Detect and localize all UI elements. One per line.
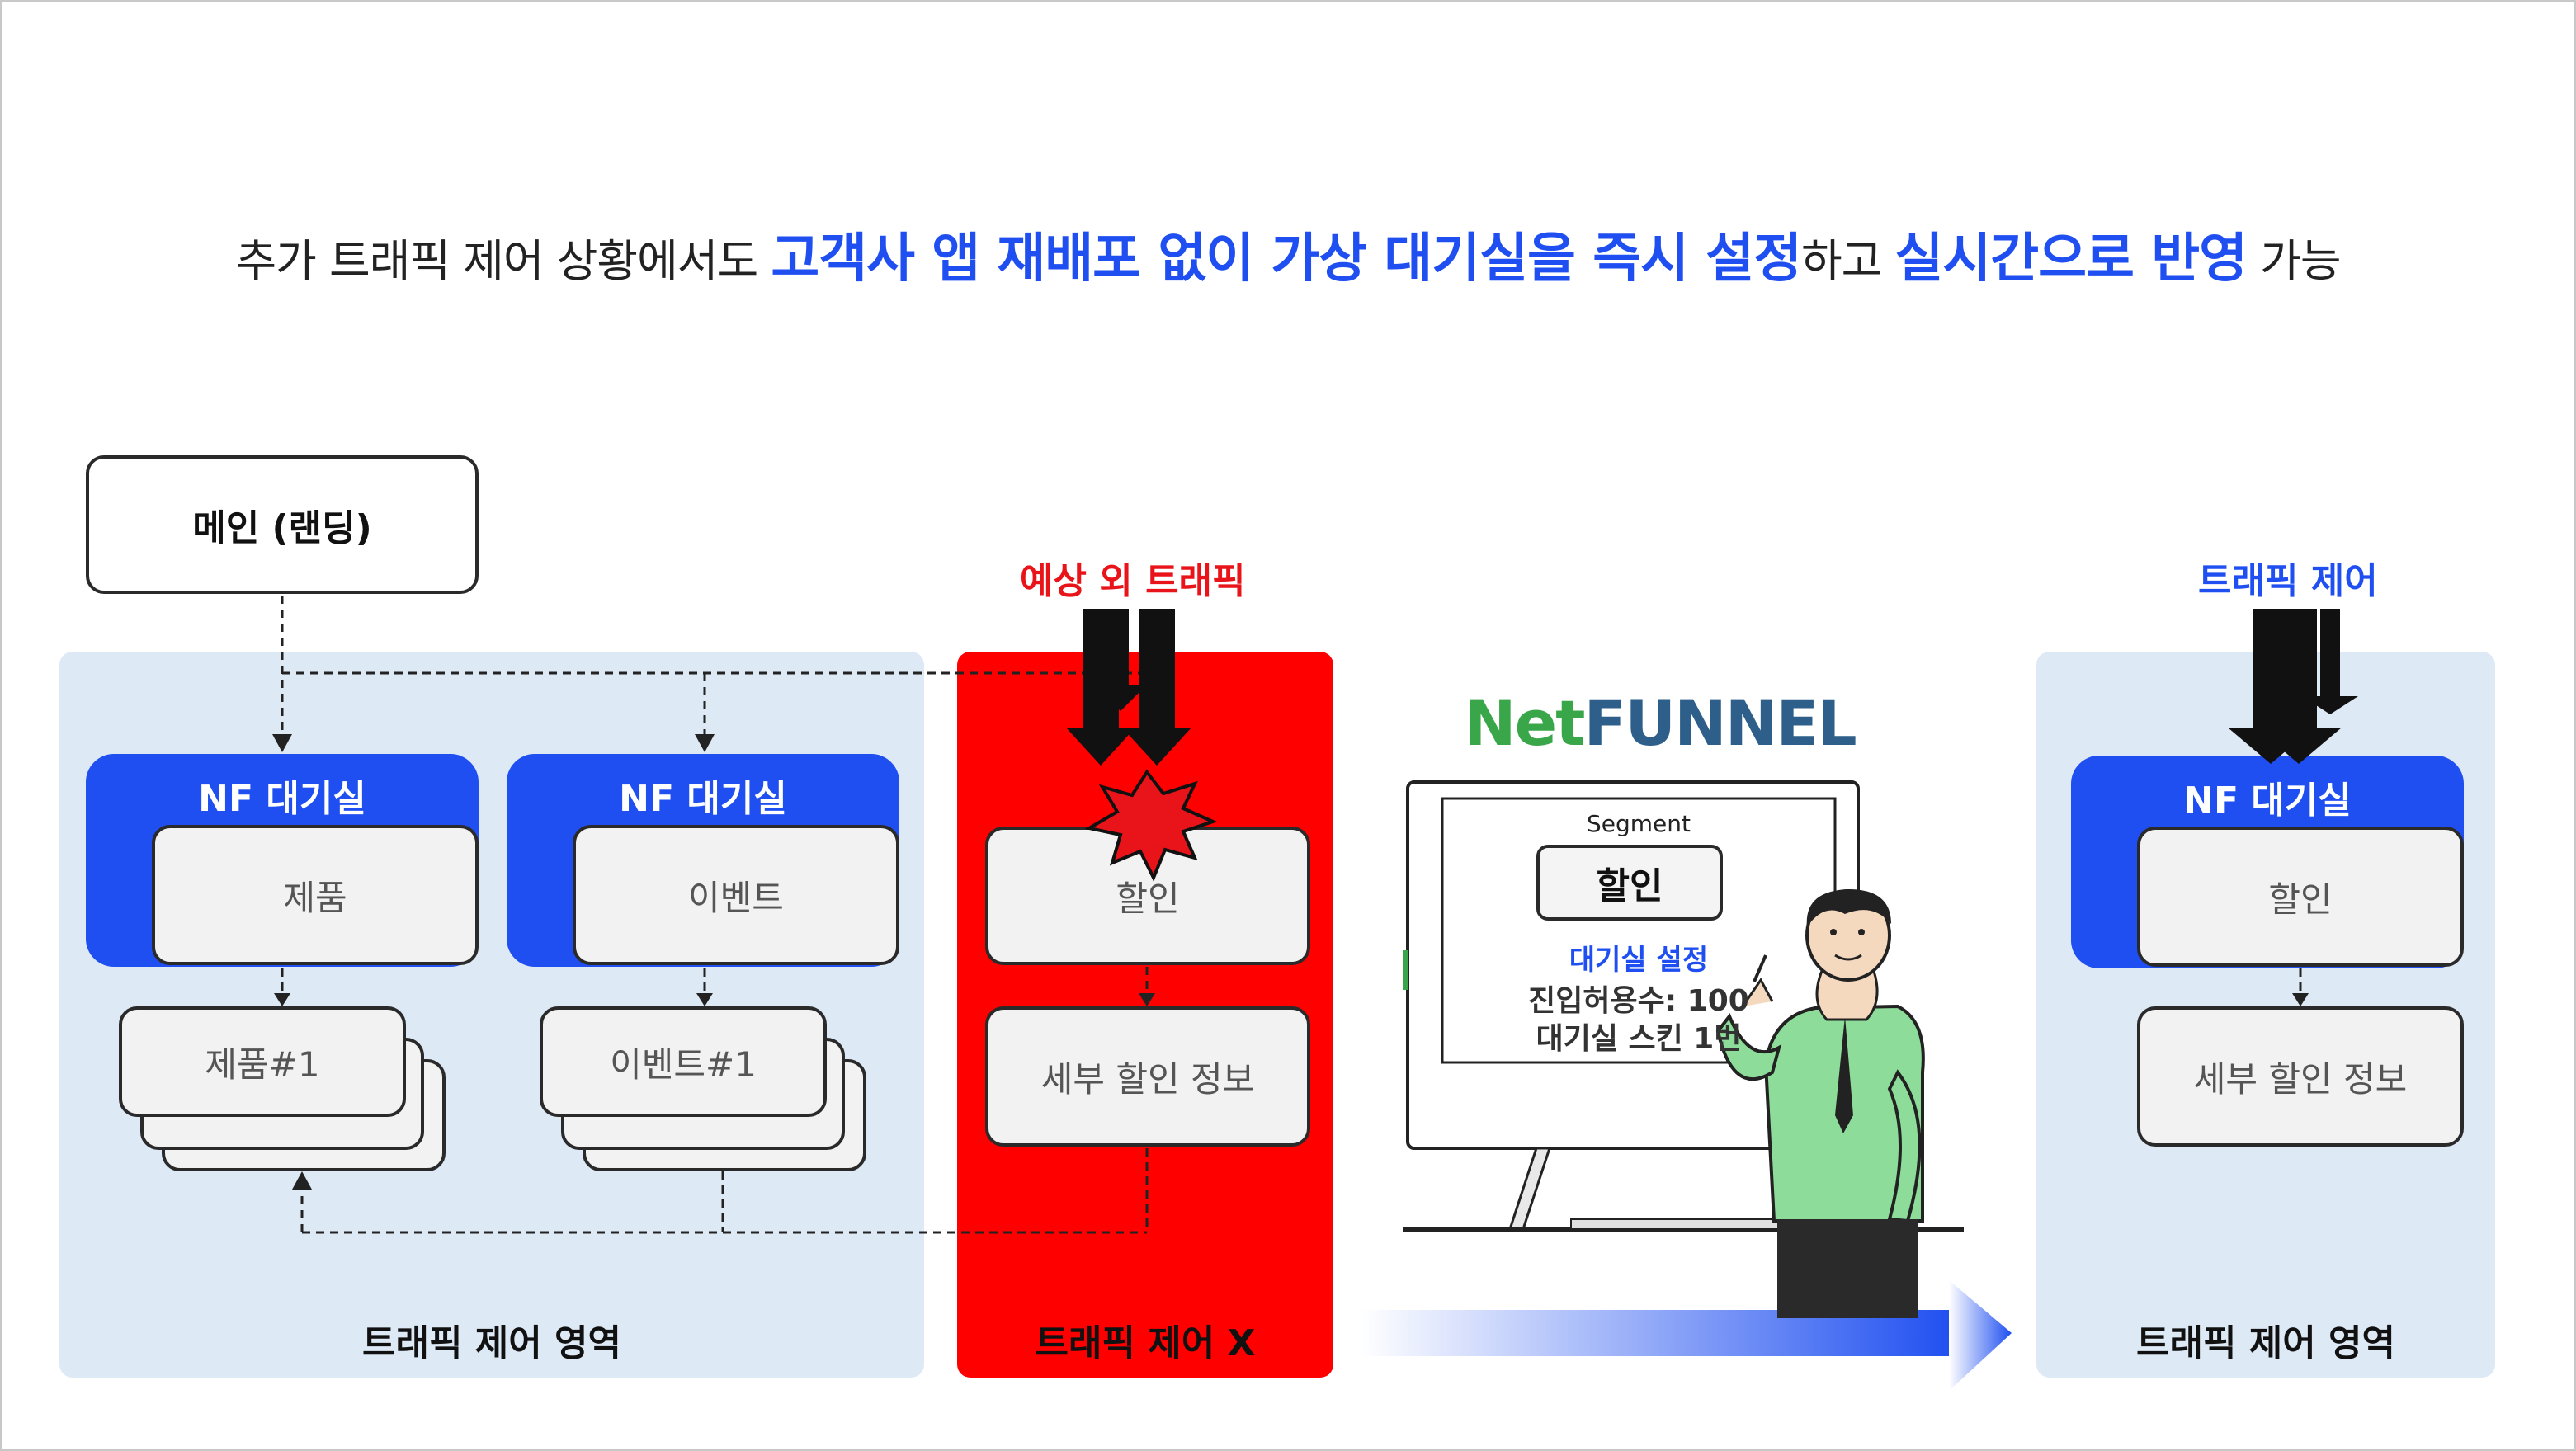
middle-zone-title: 트래픽 제어 X [1035,1322,1256,1364]
netfunnel-logo-funnel: FUNNEL [1583,686,1857,760]
product-detail-card: 제품#1 [119,1006,406,1117]
netfunnel-logo-net: Net [1464,686,1585,760]
netfunnel-logo: NetFUNNEL [1464,686,1857,760]
unexpected-traffic-label: 예상 외 트래픽 [1020,560,1246,602]
event-detail-card: 이벤트#1 [540,1006,827,1117]
connector-arrowheads [272,734,2309,1190]
collision-burst [1084,769,1218,882]
main-landing-box: 메인 (랜딩) [86,455,479,594]
headline-part-1: 추가 트래픽 제어 상황에서도 [235,235,771,287]
discount-detail-card-controlled: 세부 할인 정보 [2137,1006,2464,1147]
discount-detail-card-uncontrolled: 세부 할인 정보 [985,1006,1310,1147]
headline-part-3: 가능 [2246,235,2341,287]
segment-label: Segment [1587,810,1691,837]
left-zone-title: 트래픽 제어 영역 [362,1322,621,1364]
controlled-traffic-arrows [2228,609,2358,764]
right-zone-title: 트래픽 제어 영역 [2136,1322,2395,1364]
segment-value-box: 할인 [1536,845,1723,921]
discount-page-card-controlled: 할인 [2137,827,2464,967]
event-page-card: 이벤트 [573,825,899,965]
headline: 추가 트래픽 제어 상황에서도 고객사 앱 재배포 없이 가상 대기실을 즉시 … [0,216,2576,292]
settings-skin: 대기실 스킨 1번 [1536,1022,1742,1056]
traffic-control-label: 트래픽 제어 [2198,560,2378,602]
presenter-illustration [1715,889,1925,1318]
unexpected-traffic-arrows [1066,609,1191,766]
dashed-connectors [281,596,2302,1234]
headline-emphasis-2: 실시간으로 반영 [1894,228,2248,290]
product-page-card: 제품 [152,825,479,965]
headline-part-2: 하고 [1801,235,1895,287]
headline-emphasis-1: 고객사 앱 재배포 없이 가상 대기실을 즉시 설정 [771,228,1802,290]
settings-entry-limit: 진입허용수: 100 [1528,984,1749,1018]
waiting-room-settings-title: 대기실 설정 [1569,944,1709,977]
